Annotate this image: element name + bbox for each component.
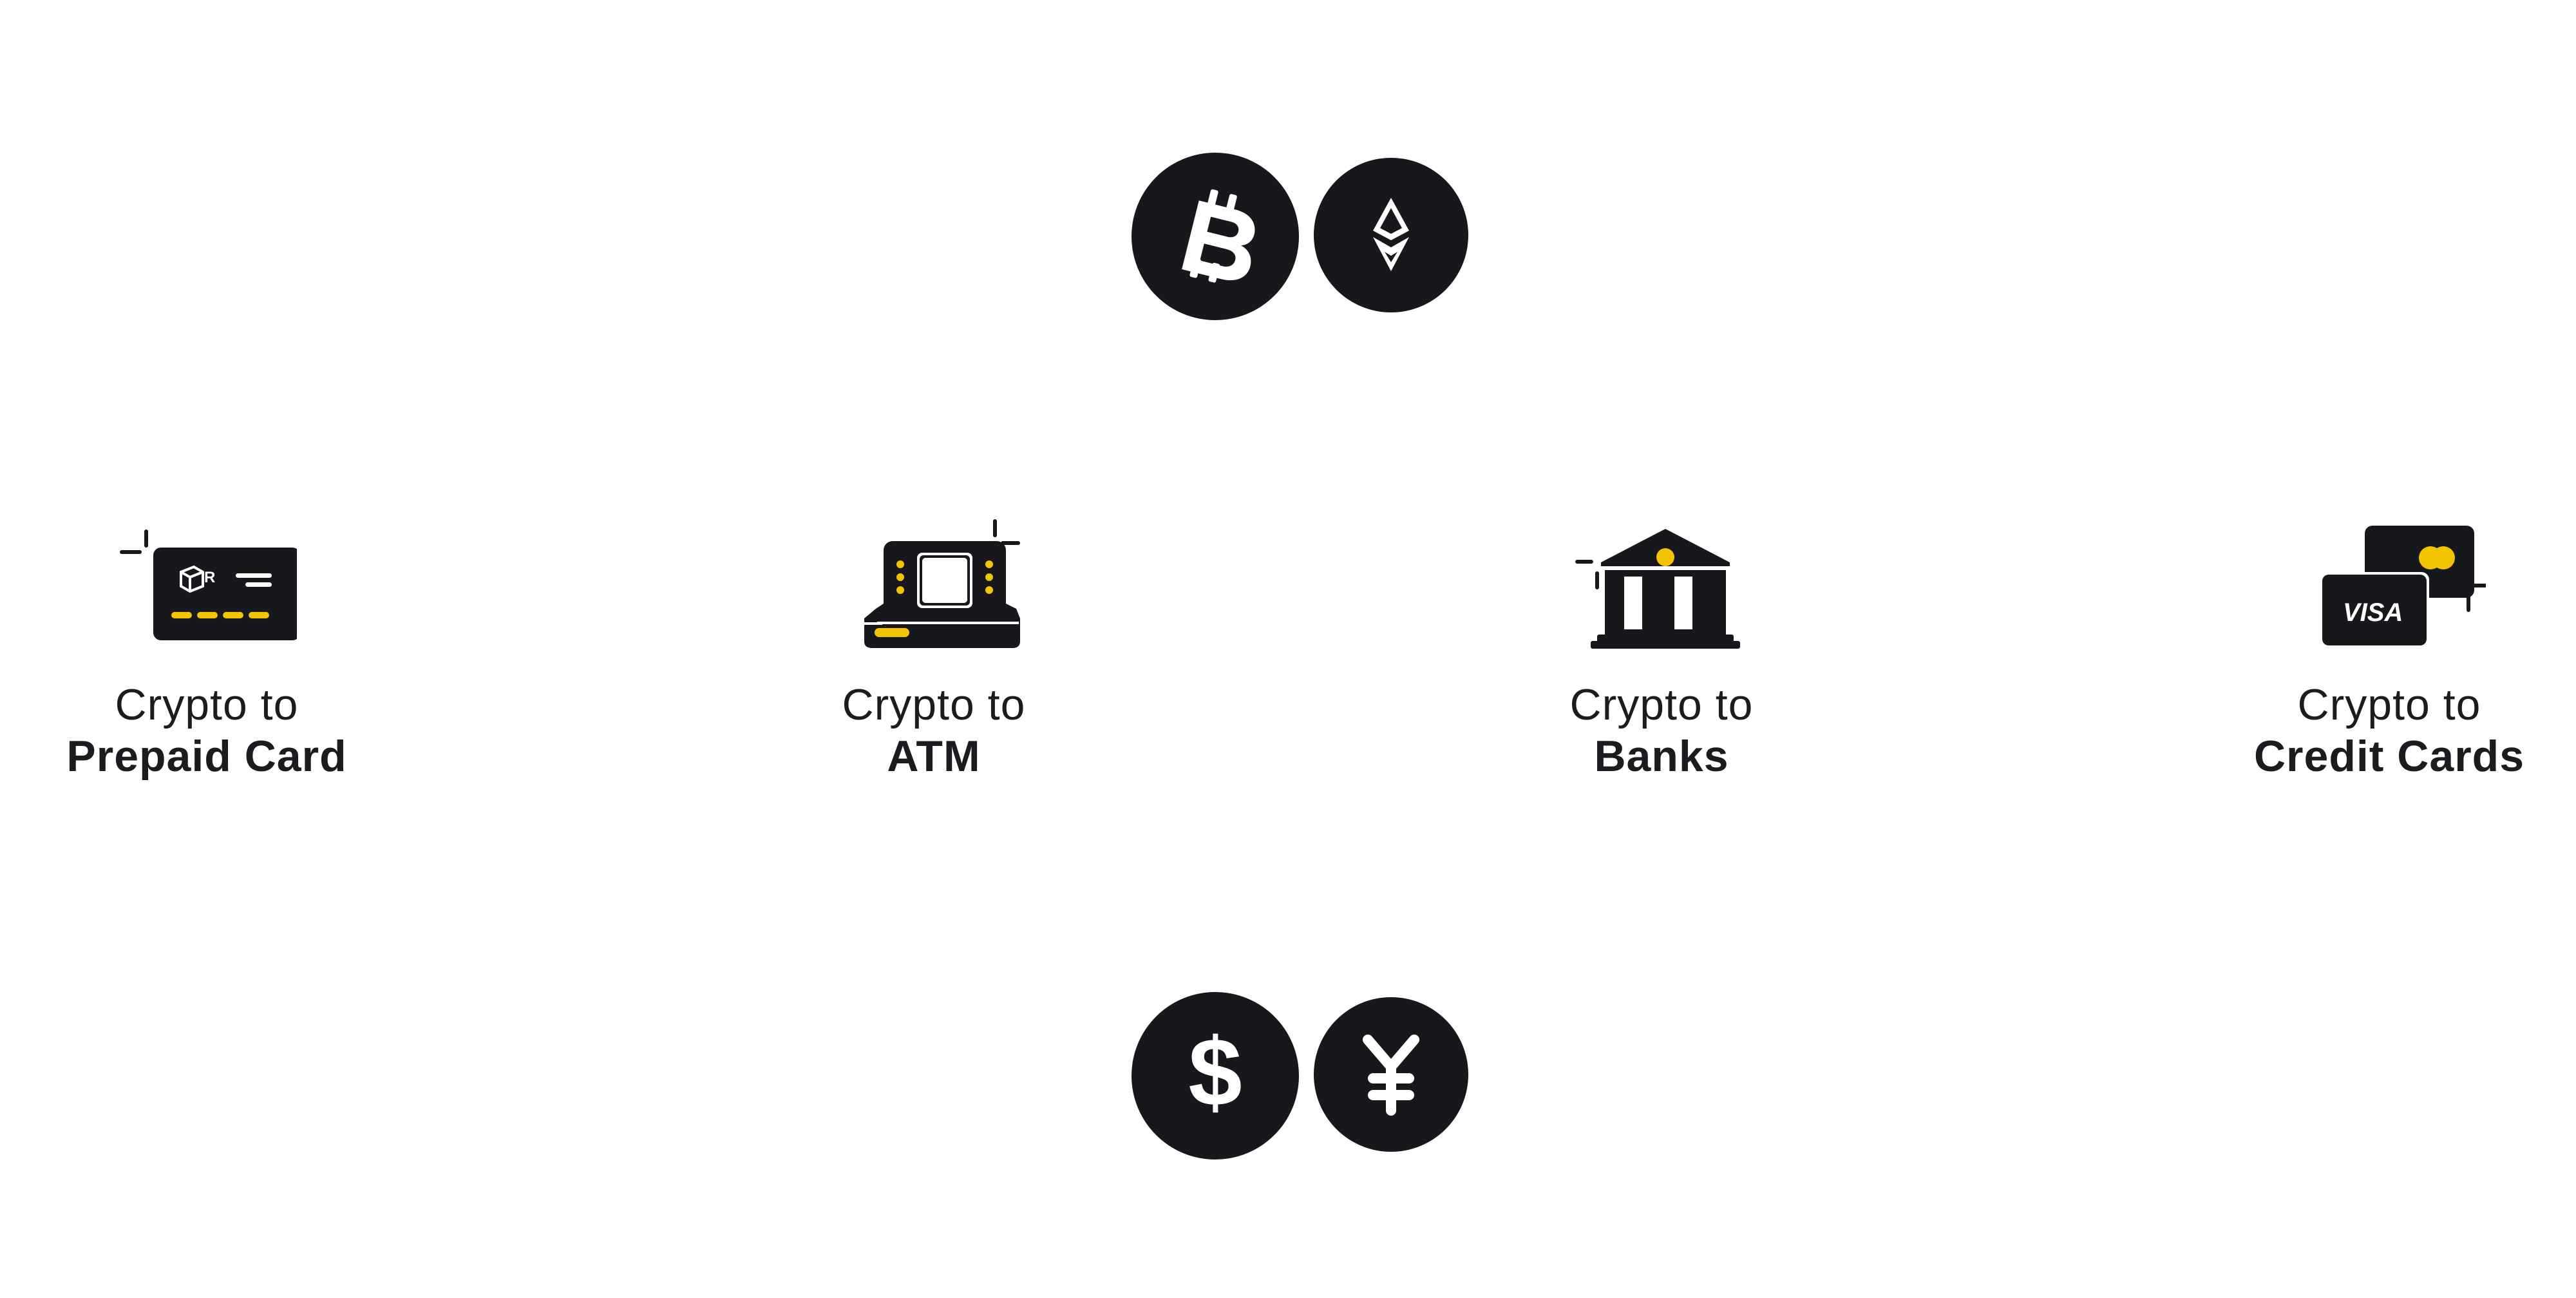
dollar-icon: $ [1188, 1018, 1242, 1126]
ethereum-coin [1314, 158, 1468, 312]
bitcoin-icon [1182, 189, 1255, 283]
item-credit-cards-line1: Crypto to [2297, 680, 2481, 729]
item-atm-line2: ATM [887, 732, 981, 781]
prepaid-card-icon: R [117, 522, 300, 651]
dollar-coin: $ [1132, 992, 1299, 1160]
item-prepaid-card-line1: Crypto to [115, 680, 299, 729]
ethereum-icon [1373, 198, 1409, 271]
yen-coin [1314, 997, 1468, 1152]
yen-icon [1363, 1035, 1419, 1116]
item-banks-line2: Banks [1594, 732, 1729, 781]
svg-text:R: R [204, 569, 215, 586]
atm-icon [837, 515, 1030, 657]
item-prepaid-card-line2: Prepaid Card [66, 732, 347, 781]
item-atm-line1: Crypto to [842, 680, 1026, 729]
item-credit-cards-line2: Credit Cards [2253, 732, 2525, 781]
bitcoin-coin [1132, 153, 1299, 320]
bank-icon [1571, 525, 1752, 654]
svg-text:$: $ [1188, 1018, 1242, 1126]
item-banks-line1: Crypto to [1569, 680, 1754, 729]
svg-text:VISA: VISA [2343, 598, 2403, 627]
credit-cards-icon: VISA [2293, 522, 2490, 657]
